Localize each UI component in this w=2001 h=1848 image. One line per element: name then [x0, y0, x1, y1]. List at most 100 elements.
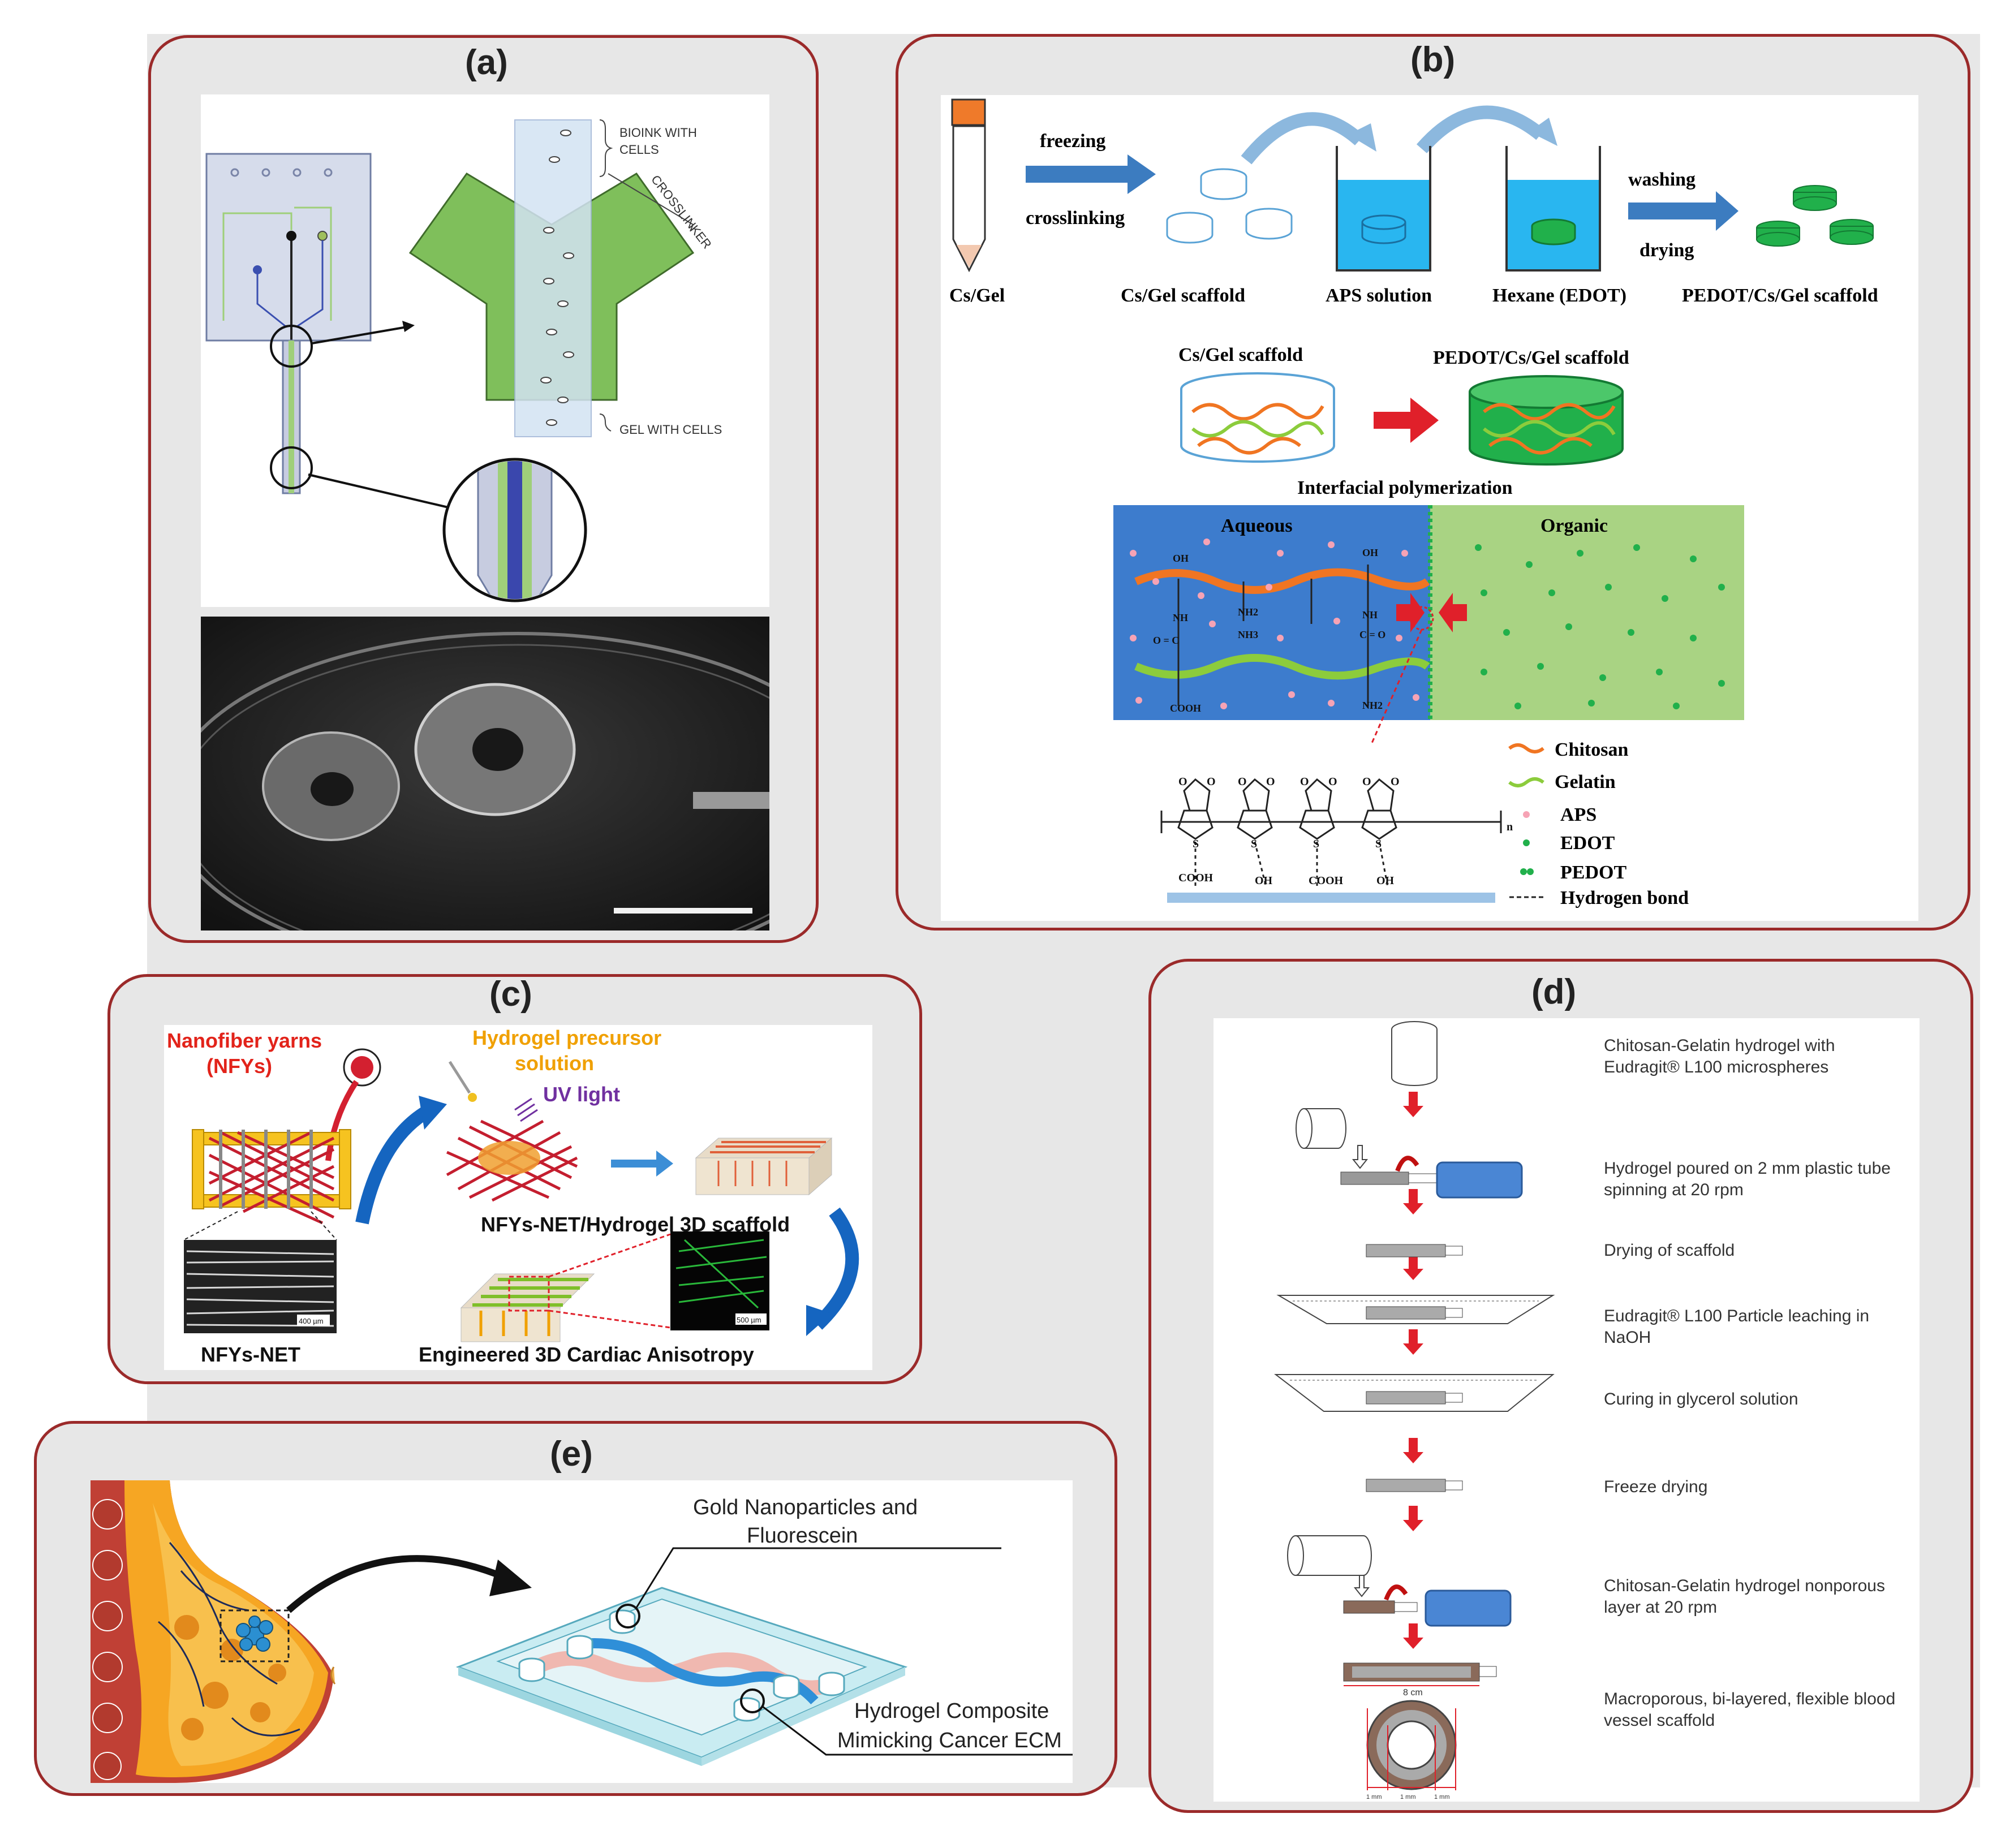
freezing-label: freezing [1040, 131, 1105, 152]
organic-label: Organic [1540, 515, 1608, 536]
pour-step-icon [1296, 1108, 1523, 1199]
microfluidic-schematic: BIOINK WITH CELLS CROSSLINKER GEL WITH C… [205, 119, 722, 602]
hydrogel-label-2: Mimicking Cancer ECM [837, 1729, 1062, 1752]
pedot-scaffold-label-2: PEDOT/Cs/Gel scaffold [1433, 347, 1629, 368]
nfy-label-2: (NFYs) [206, 1054, 272, 1078]
ring-right [414, 683, 576, 816]
panel-d-label: (d) [1531, 972, 1577, 1011]
pipette-icon [448, 1061, 471, 1094]
chem-oh-3: OH [1255, 875, 1273, 887]
dim-label: 8 cm [1403, 1688, 1423, 1698]
panel-a: (a) [148, 35, 870, 975]
legend-pedot: PEDOT [1560, 862, 1626, 883]
chem-oh-2: OH [1362, 547, 1378, 558]
panel-c-diagram: Nanofiber yarns (NFYs) [164, 1025, 872, 1370]
chem-nh3: NH3 [1238, 629, 1258, 640]
step-3-text: Drying of scaffold [1604, 1241, 1735, 1260]
precursor-label: Hydrogel precursor [472, 1026, 661, 1049]
pedot-discs [1756, 185, 1874, 247]
panel-a-label: (a) [465, 43, 508, 82]
interfacial-label: Interfacial polymerization [1297, 477, 1513, 498]
step-1-text: Chitosan-Gelatin hydrogel with Eudragit®… [1604, 1036, 1835, 1076]
scaffold-rod-1 [1366, 1244, 1463, 1257]
scale-bar [614, 908, 752, 914]
scale-label-1: 400 µm [299, 1317, 324, 1325]
ring-dim-3: 1 mm [1434, 1794, 1450, 1800]
vessel-ring [1366, 1700, 1457, 1790]
chem-s-1: S [1193, 838, 1199, 850]
nfy-label: Nanofiber yarns [167, 1029, 322, 1052]
hydrogel-ring-photo [165, 617, 870, 975]
callout-line-2 [762, 1705, 1081, 1756]
chem-n: n [1507, 821, 1513, 833]
chem-cooh-3: COOH [1309, 875, 1344, 887]
freezing-arrow [1026, 154, 1156, 194]
tumor-cells [236, 1616, 273, 1652]
chem-s-2: S [1251, 838, 1257, 850]
bioink-label: BIOINK WITH [619, 126, 697, 140]
bioink-label-2: CELLS [619, 143, 659, 157]
chem-o-8: O [1391, 776, 1400, 788]
precursor-label-2: solution [515, 1052, 594, 1075]
red-arrows [1403, 1092, 1423, 1649]
nfy-frame [192, 1129, 351, 1225]
chem-oh-4: OH [1376, 875, 1395, 887]
ring-dim-1: 1 mm [1366, 1794, 1382, 1800]
legend-chitosan: Chitosan [1555, 739, 1628, 760]
curved-arrow-c2 [812, 1207, 859, 1330]
chem-o-6: O [1328, 776, 1337, 788]
blood-vessel-process: 8 cm 1 mm 1 mm 1 mm [1274, 1021, 1555, 1800]
chem-s-3: S [1313, 838, 1319, 850]
aps-solution-label: APS solution [1326, 285, 1432, 306]
step-2-text: Hydrogel poured on 2 mm plastic tube spi… [1604, 1159, 1891, 1199]
panel-e-label: (e) [550, 1435, 593, 1474]
panel-d-diagram: 8 cm 1 mm 1 mm 1 mm Chitosan-Gelatin hyd… [1213, 1018, 1920, 1802]
chem-oc: O = C [1153, 635, 1179, 646]
legend-gelatin: Gelatin [1555, 772, 1616, 792]
curved-arrow-c1 [355, 1104, 434, 1225]
chem-o-7: O [1362, 776, 1371, 788]
chem-nh-2: NH [1362, 609, 1378, 621]
substrate-bar [1167, 893, 1495, 903]
pour-step-icon-2 [1287, 1535, 1512, 1627]
scaffold-box-icon [695, 1137, 833, 1196]
pedot-structure [1160, 778, 1502, 888]
crosslinking-label: crosslinking [1026, 208, 1125, 229]
washing-label: washing [1628, 169, 1696, 190]
panel-e-diagram: Gold Nanoparticles and Fluorescein Hydro… [91, 1480, 1081, 1783]
edot-dots [1475, 544, 1725, 709]
washing-arrow [1628, 191, 1738, 231]
legend: Chitosan Gelatin APS EDOT PEDOT Hydrogen… [1508, 739, 1689, 908]
net-label: NFYs-NET [201, 1343, 300, 1366]
curved-arrow-e [286, 1555, 511, 1613]
chem-nh2-1: NH2 [1238, 606, 1258, 618]
gelatin-chain [1134, 654, 1430, 680]
legend-edot: EDOT [1560, 833, 1615, 854]
panel-a-photo [165, 617, 870, 975]
leaching-tray [1276, 1295, 1555, 1324]
csgel-scaffold-label-2: Cs/Gel scaffold [1178, 344, 1303, 365]
scaffold-rod-2 [1366, 1479, 1463, 1492]
aps-dots [1130, 539, 1419, 709]
legend-hydrogen-bond: Hydrogen bond [1560, 888, 1689, 908]
ring-dim-2: 1 mm [1400, 1794, 1416, 1800]
hydrogel-net [446, 1119, 578, 1202]
chem-o-5: O [1300, 776, 1309, 788]
panel-b-label: (b) [1410, 40, 1456, 79]
chem-o-1: O [1178, 776, 1187, 788]
engineered-label: Engineered 3D Cardiac Anisotropy [419, 1343, 754, 1366]
curing-tray [1274, 1374, 1555, 1412]
drying-label: drying [1639, 240, 1694, 261]
curved-arrow-2 [1416, 105, 1545, 153]
step-8-text: Macroporous, bi-layered, flexible blood … [1604, 1690, 1896, 1730]
aqueous-region [1113, 505, 1430, 720]
gold-label: Gold Nanoparticles and [693, 1496, 918, 1519]
bilayer-rod [1343, 1662, 1497, 1686]
chitosan-chain [1134, 568, 1430, 594]
organic-region [1430, 505, 1744, 720]
tube-cap [951, 98, 986, 126]
chem-cooh-1: COOH [1170, 703, 1201, 714]
engineered-scaffold-icon [460, 1273, 595, 1342]
chem-cooh-2: COOH [1178, 872, 1213, 884]
microfluidic-chip [455, 1587, 908, 1766]
